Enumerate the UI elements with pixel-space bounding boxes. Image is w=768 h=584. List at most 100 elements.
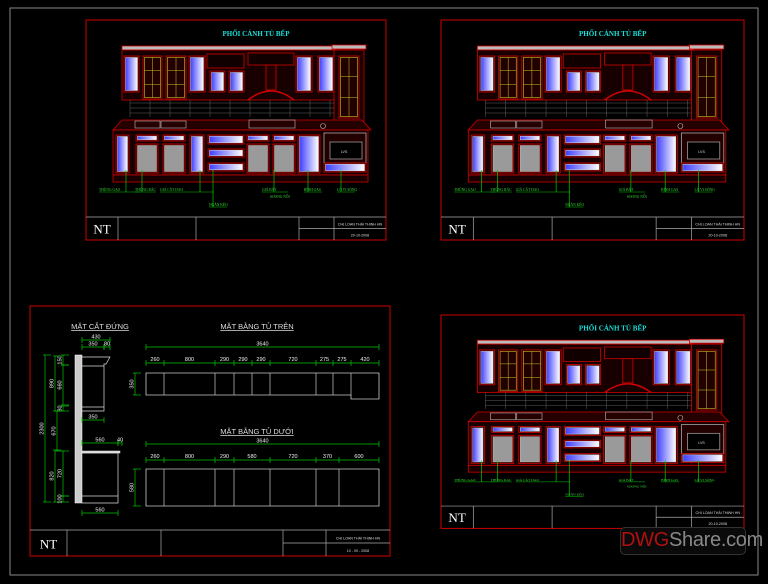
glass-panel bbox=[230, 72, 243, 91]
dim-text-560b: 560 bbox=[95, 508, 104, 514]
glass-panel bbox=[567, 365, 581, 384]
cornice bbox=[121, 45, 337, 51]
callout-label: SOONG NỒI bbox=[627, 484, 648, 489]
glass-panel bbox=[546, 351, 560, 384]
microwave-label: LVS bbox=[341, 150, 348, 154]
sink-bowl bbox=[516, 412, 543, 421]
callout-label: GIÁ CẮT DAO bbox=[516, 476, 540, 482]
callout-label: SOONG NỒI bbox=[270, 194, 290, 199]
dim-text-depth: 580 bbox=[130, 483, 136, 492]
client-name: CHỊ LOAN THÁI THỊNH HN bbox=[338, 222, 383, 226]
dim-text-total: 3640 bbox=[256, 439, 268, 445]
plinth bbox=[467, 174, 727, 183]
sink-bowl bbox=[516, 120, 543, 129]
glass-panel bbox=[656, 427, 677, 463]
callout-label: THÙNG RÁC bbox=[490, 477, 512, 482]
drawer-front bbox=[565, 135, 600, 144]
plan-dim-7: 275 bbox=[337, 357, 346, 363]
dim-text-890: 890 bbox=[50, 379, 56, 388]
plinth bbox=[467, 464, 727, 473]
callout-label: BÌNH GAS bbox=[304, 187, 321, 192]
nt-logo: NT bbox=[93, 222, 110, 237]
client-name: CHỊ LOAN THÁI THỊNH HN bbox=[695, 222, 740, 226]
louver bbox=[520, 145, 540, 172]
drawer-front bbox=[631, 427, 651, 432]
callout-label: GIÁ CẮT DAO bbox=[160, 186, 183, 192]
section-title: MẶT CẮT ĐỨNG bbox=[71, 322, 129, 331]
plan-dim-3: 580 bbox=[247, 454, 256, 460]
drawer-front bbox=[604, 135, 625, 141]
wall-section bbox=[74, 354, 83, 504]
drawer-front bbox=[274, 135, 294, 141]
plan-dim-5: 720 bbox=[288, 357, 297, 363]
range-hood-arch bbox=[604, 383, 652, 394]
glass-panel bbox=[125, 57, 138, 91]
microwave-window bbox=[687, 141, 721, 160]
microwave-label: LVS bbox=[698, 150, 705, 154]
microwave-label: LVS bbox=[698, 441, 705, 445]
louver bbox=[274, 145, 294, 172]
plan-dim-0: 260 bbox=[150, 454, 159, 460]
sink-bowl bbox=[490, 120, 517, 129]
microwave-window bbox=[329, 141, 363, 160]
sink-bowl bbox=[134, 120, 161, 129]
range-hood bbox=[265, 64, 277, 91]
louver bbox=[137, 145, 157, 172]
glass-panel bbox=[676, 57, 691, 91]
drawer-front bbox=[565, 454, 600, 461]
callout-label: NGĂN KÉO bbox=[565, 202, 584, 207]
knob bbox=[320, 123, 326, 129]
range-hood-arch bbox=[247, 90, 295, 101]
hood-top bbox=[604, 346, 652, 360]
dim-text-150: 150 bbox=[58, 355, 64, 364]
microwave-window bbox=[687, 432, 721, 451]
client-name: CHỊ LOAN THÁI THỊNH HN bbox=[336, 536, 381, 540]
drawing-date: 20-10-2008 bbox=[708, 234, 727, 238]
callout-label: GIÁ BÁT bbox=[619, 477, 634, 482]
callout-label: NGĂN KÉO bbox=[209, 202, 228, 207]
drawer-front bbox=[325, 163, 365, 172]
callout-label: LÒ VI SÓNG bbox=[695, 477, 716, 482]
louver bbox=[164, 145, 184, 172]
dim-text-660: 660 bbox=[58, 380, 64, 389]
sheet-border bbox=[440, 19, 745, 241]
glass-panel bbox=[480, 57, 494, 91]
plinth bbox=[112, 174, 369, 183]
callout-label: THÙNG GẠO bbox=[454, 477, 476, 482]
dim-text-100: 100 bbox=[58, 494, 64, 503]
drawing-date: 10 - 09 - 2008 bbox=[347, 549, 369, 553]
callout-label: THÙNG RÁC bbox=[490, 187, 512, 192]
upper-small-box bbox=[206, 53, 245, 69]
drawer-front bbox=[520, 427, 540, 432]
upper-small-box bbox=[562, 347, 601, 362]
glass-panel bbox=[191, 136, 203, 172]
drawer-front bbox=[248, 135, 268, 141]
model-space-frame bbox=[9, 7, 759, 576]
range-hood bbox=[622, 64, 634, 91]
callout-label: GIÁ BÁT bbox=[262, 187, 277, 192]
glass-panel bbox=[567, 72, 581, 91]
dim-text-total: 3640 bbox=[256, 342, 268, 348]
range-hood bbox=[622, 358, 634, 384]
plan-dim-1: 800 bbox=[185, 454, 194, 460]
gas-stove bbox=[605, 411, 653, 421]
callout-label: THÙNG RÁC bbox=[135, 187, 156, 192]
glass-panel bbox=[319, 57, 333, 91]
plan-outline bbox=[145, 468, 380, 507]
glass-panel bbox=[190, 57, 204, 91]
dim-text-430: 430 bbox=[91, 335, 100, 341]
gas-stove bbox=[605, 119, 653, 129]
louver bbox=[604, 436, 625, 463]
client-name: CHỊ LOAN THÁI THỊNH HN bbox=[695, 511, 740, 515]
callout-label: NGĂN KÉO bbox=[565, 492, 584, 497]
dim-text-350: 350 bbox=[88, 342, 97, 348]
glass-panel bbox=[654, 351, 668, 384]
plan-dim-3: 290 bbox=[238, 357, 247, 363]
glass-panel bbox=[654, 57, 668, 91]
dim-text-80: 80 bbox=[104, 342, 110, 348]
